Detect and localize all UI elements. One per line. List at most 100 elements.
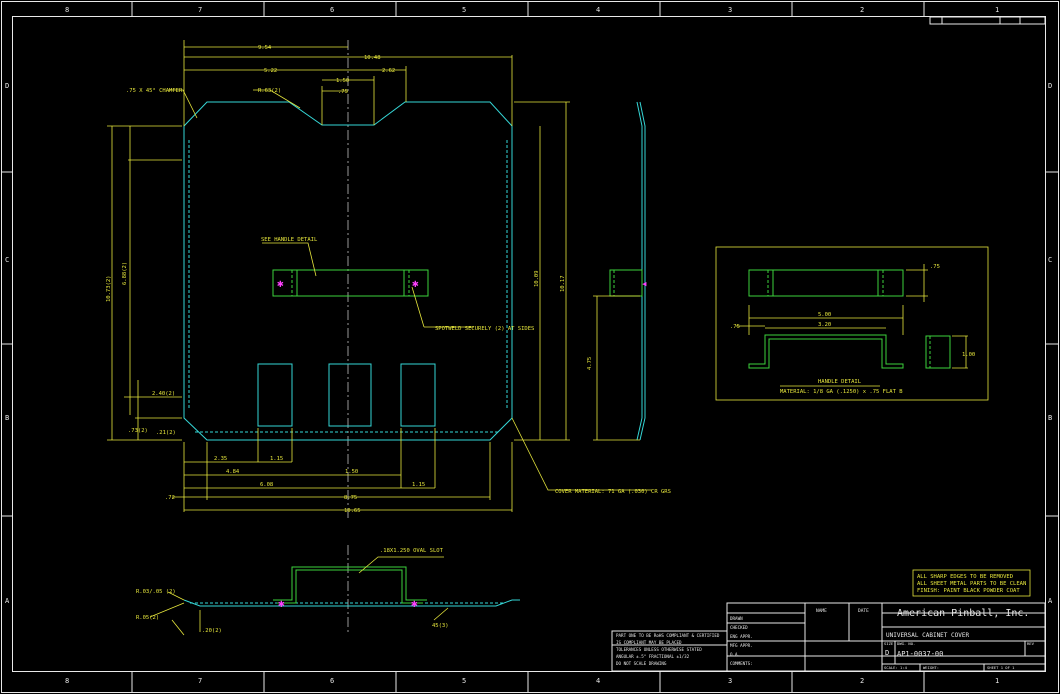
- top-dim-6: R.63(2): [258, 88, 281, 94]
- top-dim-5: .75: [338, 89, 348, 95]
- tb-date: DATE: [858, 608, 869, 614]
- left-block-line-1: IS COMPLIANT MAY BE PLACED: [616, 640, 682, 645]
- section-dim-2: .20(2): [202, 628, 222, 634]
- zone-col-bottom-1: 1: [995, 677, 999, 685]
- top-view: ✱ ✱ 9.54 10.48 5.22 2.62 1.50 .75 R.63(2) 6.88(…: [106, 40, 671, 520]
- top-dim-0: 9.54: [258, 45, 272, 51]
- notes-box: ALL SHARP EDGES TO BE REMOVED ALL SHEET …: [912, 569, 1031, 597]
- bottom-dim-5: 1.15: [412, 482, 425, 488]
- svg-text:✱: ✱: [411, 597, 418, 610]
- side-view: ◂ 4.75: [587, 101, 648, 441]
- zone-row-A: A: [5, 597, 10, 605]
- bottom-dim-2: 4.84: [226, 469, 240, 475]
- tb-size-label: SIZE: [884, 641, 894, 646]
- weld-callout: SPOTWELD SECURELY (2) AT SIDES: [435, 326, 534, 332]
- weld-marker-right: ✱: [412, 277, 419, 290]
- cutout-center: [328, 363, 372, 427]
- tb-rev: REV: [1027, 641, 1035, 646]
- right-dim-1: 10.17: [560, 275, 566, 292]
- top-dim-3: 2.62: [382, 68, 395, 74]
- bottom-dim-1: 1.15: [270, 456, 283, 462]
- weld-marker-left: ✱: [277, 277, 284, 290]
- left-dim-0: 6.88(2): [122, 262, 128, 285]
- zone-col-bottom-5: 5: [462, 677, 466, 685]
- section-view: ✱ ✱ R.03/.05 (2)R.05(2).20(2)45(3) .18X1…: [136, 545, 520, 636]
- bottom-dim-4: 6.08: [260, 482, 273, 488]
- cutout-left: [257, 363, 293, 427]
- approval-3: MFG APPR.: [730, 643, 753, 648]
- handle-detail-title: HANDLE DETAIL: [818, 379, 862, 385]
- top-dim-2: 5.22: [264, 68, 277, 74]
- section-dim-3: 45(3): [432, 623, 449, 629]
- section-base: [183, 599, 520, 607]
- bottom-dim-7: 10.65: [344, 508, 361, 514]
- zone-row-right-C: C: [1048, 256, 1052, 264]
- left-block-line-2: TOLERANCES UNLESS OTHERWISE STATED: [616, 647, 702, 652]
- svg-text:ALL SHEET METAL PARTS TO BE CL: ALL SHEET METAL PARTS TO BE CLEAN: [917, 581, 1026, 587]
- zone-col-bottom-3: 3: [728, 677, 732, 685]
- tb-name: NAME: [816, 608, 827, 614]
- handle-detail: .755.003.20.751.00 HANDLE DETAIL MATERIA…: [715, 246, 989, 401]
- slot-callout: .18X1.250 OVAL SLOT: [380, 548, 444, 554]
- material-note: COVER MATERIAL: 71 GA (.030) CR GRS: [555, 489, 671, 495]
- zone-col-bottom-2: 2: [860, 677, 864, 685]
- top-view-dimensions: 9.54 10.48 5.22 2.62 1.50 .75 R.63(2) 6.88(2) 10…: [106, 45, 566, 514]
- handle-top-view: [272, 269, 429, 297]
- tb-scale: SCALE: 1:4: [884, 665, 908, 670]
- left-dim-4: .21(2): [156, 430, 176, 436]
- left-block-line-3: ANGULAR ±.5° FRACTIONAL ±1/32: [616, 654, 690, 659]
- zone-col-bottom-6: 6: [330, 677, 334, 685]
- bottom-dim-6: 8.75: [344, 495, 357, 501]
- part-number: AP1-0037-00: [897, 650, 943, 658]
- section-dim-1: R.05(2): [136, 615, 159, 621]
- chamfer-note: .75 X 45° CHAMFER: [126, 88, 183, 94]
- zone-col-1: 1: [995, 6, 999, 14]
- tb-weight: WEIGHT:: [923, 665, 939, 670]
- left-dim-1: 10.73(2): [106, 276, 112, 303]
- zone-row-C: C: [5, 256, 9, 264]
- zone-col-5: 5: [462, 6, 466, 14]
- drawing-title: UNIVERSAL CABINET COVER: [886, 632, 969, 639]
- svg-text:◂: ◂: [641, 277, 648, 290]
- left-block-line-4: DO NOT SCALE DRAWING: [616, 661, 667, 666]
- zone-col-3: 3: [728, 6, 732, 14]
- handle-detail-box: [715, 246, 989, 401]
- zone-col-8: 8: [65, 6, 69, 14]
- approval-1: CHECKED: [730, 625, 748, 630]
- zone-col-4: 4: [596, 6, 600, 14]
- zone-col-6: 6: [330, 6, 334, 14]
- zone-col-7: 7: [198, 6, 202, 14]
- zone-row-right-B: B: [1048, 414, 1052, 422]
- zone-row-D: D: [5, 82, 9, 90]
- approval-5: COMMENTS:: [730, 661, 753, 666]
- approval-4: Q.A.: [730, 652, 740, 657]
- top-dim-1: 10.48: [364, 55, 381, 61]
- zone-row-B: B: [5, 414, 9, 422]
- detail-dim-2: 3.20: [818, 322, 831, 328]
- handle-detail-material: MATERIAL: 1/8 GA (.1250) x .75 FLAT B: [780, 389, 903, 395]
- left-dim-3: .73(2): [128, 428, 148, 434]
- svg-text:FINISH: PAINT BLACK POWDER COA: FINISH: PAINT BLACK POWDER COAT: [917, 588, 1020, 594]
- zone-col-2: 2: [860, 6, 864, 14]
- left-block-line-0: PART ONE TO BE RoHS COMPLIANT & CERTIFIE…: [616, 633, 720, 638]
- handle-callout: SEE HANDLE DETAIL: [261, 237, 318, 243]
- svg-text:ALL SHARP EDGES TO BE REMOVED: ALL SHARP EDGES TO BE REMOVED: [917, 574, 1013, 580]
- tb-sheet: SHEET 1 OF 1: [987, 665, 1015, 670]
- left-dim-2: 2.40(2): [152, 391, 175, 397]
- handle-section: [273, 566, 427, 604]
- zone-col-bottom-4: 4: [596, 677, 600, 685]
- section-dim-0: R.03/.05 (2): [136, 589, 176, 595]
- tb-dwg-no: DWG. NO.: [897, 641, 915, 646]
- detail-dim-0: .75: [930, 264, 940, 270]
- bottom-dim-3: 1.50: [345, 469, 358, 475]
- approval-0: DRAWN: [730, 616, 743, 621]
- right-dim-0: 10.09: [534, 270, 540, 287]
- approval-2: ENG APPR.: [730, 634, 753, 639]
- side-dim-height: 4.75: [587, 357, 593, 370]
- top-dim-4: 1.50: [336, 78, 349, 84]
- bend-lines: [188, 140, 508, 433]
- title-block: PART ONE TO BE RoHS COMPLIANT & CERTIFIE…: [611, 602, 1046, 672]
